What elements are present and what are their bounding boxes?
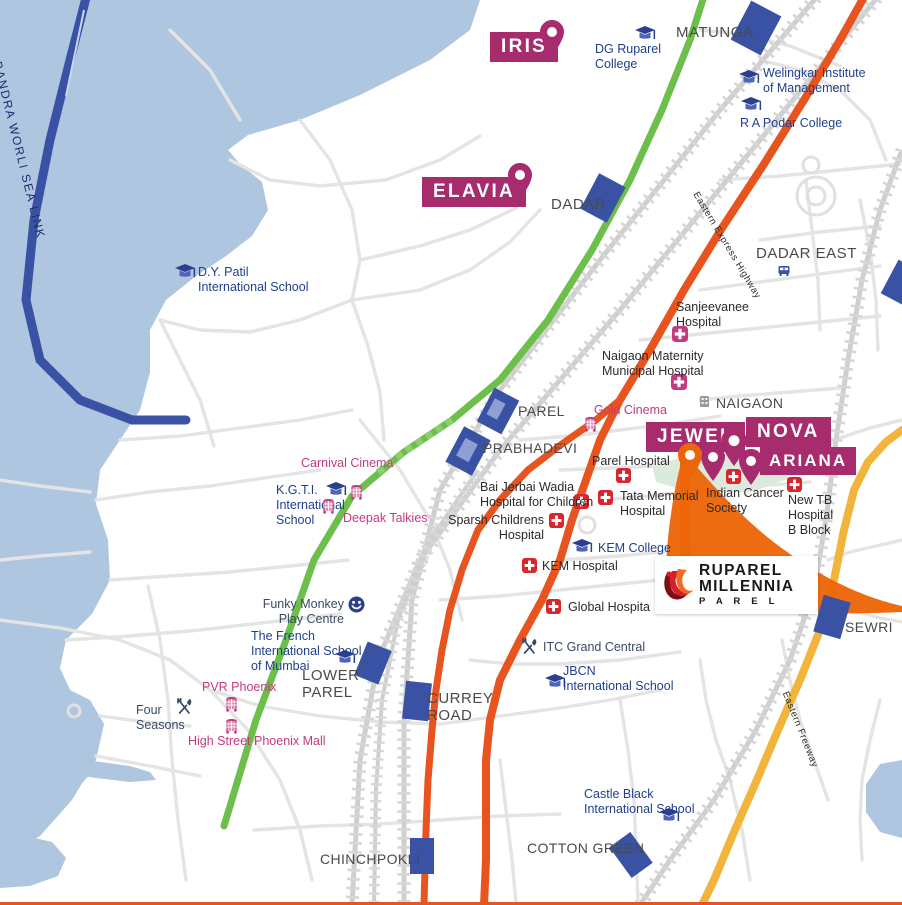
project-plate-nova[interactable]: NOVA xyxy=(746,417,831,447)
poi-label-dy-patil-international-school: D.Y. Patil International School xyxy=(198,265,309,294)
poi-label-new-tb-hospital-b-block: New TB Hospital B Block xyxy=(788,493,834,537)
hospital-icon xyxy=(546,599,561,619)
poi-label-welingkar-institute-of-management: Welingkar Institute of Management xyxy=(763,66,866,95)
poi-label-gold-cinema: Gold Cinema xyxy=(594,403,667,417)
orange-road-branch xyxy=(420,396,624,905)
bottom-accent-bar xyxy=(0,902,902,905)
poi-label-kem-college: KEM College xyxy=(598,541,671,555)
bus-icon xyxy=(777,264,791,283)
hospital-icon xyxy=(726,469,741,489)
poi-label-four-seasons: Four Seasons xyxy=(136,703,185,732)
map-pin-nova[interactable] xyxy=(737,448,765,491)
poi-label-sparsh-childrens-hospital: Sparsh Childrens Hospital xyxy=(448,513,544,542)
water-inlet-creek xyxy=(48,760,156,782)
hospital-icon xyxy=(787,477,802,497)
poi-label-castle-black-international-school: Castle Black International School xyxy=(584,787,695,816)
graduation-cap-icon xyxy=(571,537,593,562)
station-label-currey-road: CURREY ROAD xyxy=(427,690,494,724)
poi-label-funky-monkey-play-centre: Funky Monkey Play Centre xyxy=(262,597,344,626)
project-plate-elavia[interactable]: ELAVIA xyxy=(422,177,527,207)
bandra-worli-sea-link-road xyxy=(21,0,191,425)
landmark-icon-naigaon xyxy=(698,394,711,413)
station-label-parel: PAREL xyxy=(518,403,565,419)
station-label-chinchpokli: CHINCHPOKLI xyxy=(320,851,421,867)
restaurant-icon xyxy=(174,696,194,721)
graduation-cap-icon xyxy=(658,806,680,831)
cinema-icon xyxy=(320,496,337,519)
poi-label-naigaon-maternity-municipal-hospital: Naigaon Maternity Municipal Hospital xyxy=(602,349,704,378)
graduation-cap-icon xyxy=(634,24,656,49)
graduation-cap-icon xyxy=(325,480,347,505)
graduation-cap-icon xyxy=(174,262,196,287)
station-label-sewri: SEWRI xyxy=(845,619,893,635)
poi-label-dg-ruparel-college: DG Ruparel College xyxy=(595,42,661,71)
hospital-icon xyxy=(672,326,688,347)
sea-link-cable-span xyxy=(65,9,85,97)
restaurant-icon xyxy=(519,636,539,661)
graduation-cap-icon xyxy=(334,648,356,673)
hospital-icon xyxy=(574,494,589,514)
railway-branch-sleepers xyxy=(368,466,483,905)
station-label-matunga: MATUNGA xyxy=(676,24,754,41)
map-pin-elavia[interactable] xyxy=(506,162,534,205)
logo-line-ruparel: RUPAREL xyxy=(699,561,783,579)
poi-label-high-street-phoenix-mall: High Street Phoenix Mall xyxy=(188,734,326,748)
water-inlet-low xyxy=(0,836,66,888)
project-spotlight-stem xyxy=(680,452,690,560)
logo-line-parel: P A R E L xyxy=(699,596,779,608)
map-pin-millennia[interactable] xyxy=(676,442,704,485)
cinema-icon xyxy=(582,414,599,437)
poi-label-tata-memorial-hospital: Tata Memorial Hospital xyxy=(620,489,699,518)
poi-label-pvr-phoenix: PVR Phoenix xyxy=(202,680,277,694)
station-label-prabhadevi: PRABHADEVI xyxy=(483,440,578,456)
graduation-cap-icon xyxy=(544,672,566,697)
graduation-cap-icon xyxy=(740,95,762,120)
poi-label-bai-jerbai-wadia-hospital-for-children: Bai Jerbai Wadia Hospital for Children xyxy=(480,480,594,509)
poi-label-deepak-talkies: Deepak Talkies xyxy=(343,511,428,525)
roundabouts xyxy=(66,155,837,719)
ruparel-logo-mark xyxy=(664,569,693,600)
water-se-bay xyxy=(866,760,902,838)
poi-label-sanjeevanee-hospital: Sanjeevanee Hospital xyxy=(676,300,749,329)
railway-harbour-sleepers xyxy=(634,147,902,905)
poi-label-kem-hospital: KEM Hospital xyxy=(542,559,618,573)
project-plate-ariana[interactable]: ARIANA xyxy=(760,447,857,475)
ruparel-millennia-logo-card[interactable]: RUPAREL MILLENNIA P A R E L xyxy=(655,556,818,614)
station-label-naigaon: NAIGAON xyxy=(716,395,784,411)
smiley-icon xyxy=(348,596,365,618)
hospital-icon xyxy=(549,513,564,533)
railway-western xyxy=(349,0,879,905)
hospital-icon xyxy=(522,558,537,578)
graduation-cap-icon xyxy=(738,68,760,93)
cinema-icon xyxy=(348,482,365,505)
hospital-icon xyxy=(616,468,631,488)
station-label-lower-parel: LOWER PAREL xyxy=(302,667,360,701)
poi-label-global-hospital: Global Hospita xyxy=(568,600,650,614)
poi-label-the-french-international-school-of-mumbai: The French International School of Mumba… xyxy=(251,629,362,673)
logo-line-millennia: MILLENNIA xyxy=(699,577,795,595)
station-label-cotton-green: COTTON GREEN xyxy=(527,840,645,856)
map-pin-iris[interactable] xyxy=(538,19,566,62)
station-label-dadar: DADAR xyxy=(551,196,607,213)
station-block-chinchpokli xyxy=(410,838,434,874)
ruparel-logo-wordmark: RUPAREL MILLENNIA P A R E L xyxy=(699,561,795,608)
poi-label-carnival-cinema: Carnival Cinema xyxy=(301,456,394,470)
minor-roads xyxy=(0,28,902,904)
poi-label-parel-hospital: Parel Hospital xyxy=(592,454,670,468)
cinema-icon xyxy=(223,694,240,717)
hospital-icon xyxy=(598,490,613,510)
poi-label-itc-grand-central: ITC Grand Central xyxy=(543,640,646,654)
poi-label-jbcn-international-school: JBCN International School xyxy=(563,664,674,693)
poi-label-indian-cancer-society: Indian Cancer Society xyxy=(706,486,784,515)
water-inlet-mid xyxy=(0,700,96,845)
shopping-mall-icon xyxy=(223,716,240,739)
hospital-icon xyxy=(671,374,687,395)
map-pin-ariana[interactable] xyxy=(699,444,727,487)
station-label-dadar-east: DADAR EAST xyxy=(756,245,857,262)
green-arterial-road xyxy=(220,0,707,830)
railway-central-sleepers xyxy=(397,0,823,905)
poi-label-r-a-podar-college: R A Podar College xyxy=(740,116,843,130)
